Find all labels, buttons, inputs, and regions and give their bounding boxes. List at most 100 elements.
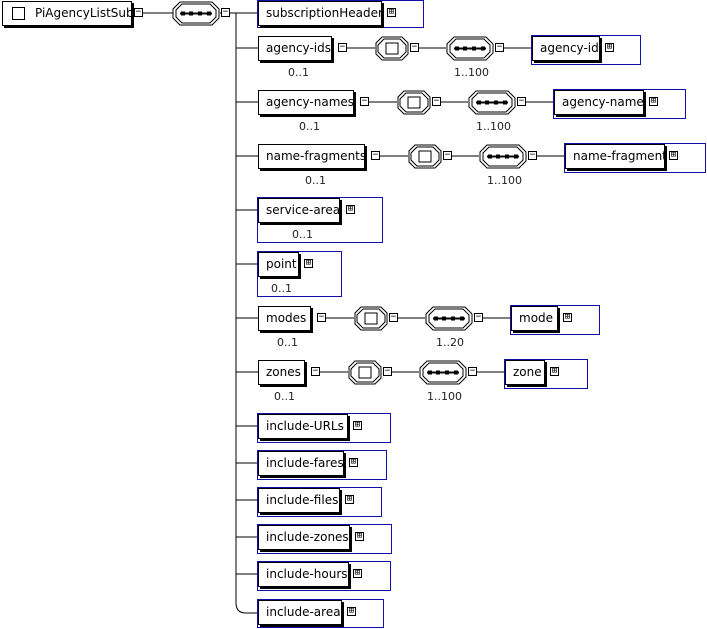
- occurrence-label: 1..100: [427, 390, 462, 403]
- occurrence-label: 0..1: [305, 174, 326, 187]
- element-frame: [553, 89, 686, 119]
- element-node-agency-name[interactable]: agency-name: [554, 90, 644, 115]
- element-node-point[interactable]: point: [258, 252, 299, 277]
- occurrence-label: 1..100: [487, 174, 522, 187]
- collapse-icon[interactable]: −: [432, 96, 441, 106]
- occurrence-label: 0..1: [292, 228, 313, 241]
- element-frame: [257, 197, 383, 243]
- collapse-icon[interactable]: −: [443, 150, 452, 160]
- element-label: include-files: [266, 493, 339, 507]
- element-label: name-fragment: [573, 149, 667, 163]
- expand-icon[interactable]: ⊞: [669, 150, 678, 160]
- element-frame: [257, 413, 391, 443]
- element-frame: [531, 35, 641, 65]
- element-node-modes[interactable]: modes: [258, 306, 311, 331]
- element-label: service-area: [266, 203, 341, 217]
- collapse-icon[interactable]: −: [371, 150, 380, 160]
- element-node-name-fragments[interactable]: name-fragments: [258, 144, 367, 169]
- element-label: include-fares: [266, 456, 344, 470]
- element-frame: [257, 251, 342, 297]
- occurrence-label: 0..1: [277, 336, 298, 349]
- occurrence-label: 0..1: [274, 390, 295, 403]
- element-label: name-fragments: [266, 149, 367, 163]
- expand-icon[interactable]: ⊞: [349, 457, 358, 467]
- element-node-include-zones[interactable]: include-zones: [258, 525, 350, 550]
- collapse-icon[interactable]: −: [317, 312, 326, 322]
- element-node-zones[interactable]: zones: [258, 360, 305, 385]
- element-node-service-area[interactable]: service-area: [258, 198, 340, 223]
- element-label: agency-id: [540, 41, 599, 55]
- element-frame: [257, 561, 391, 591]
- element-label: zone: [513, 365, 542, 379]
- occurrence-label: 0..1: [288, 66, 309, 79]
- element-frame: [257, 524, 392, 554]
- collapse-icon[interactable]: −: [410, 42, 419, 52]
- element-node-include-fares[interactable]: include-fares: [258, 451, 344, 476]
- element-label: mode: [519, 311, 554, 325]
- collapse-icon[interactable]: −: [495, 42, 504, 52]
- element-node-zone[interactable]: zone: [505, 360, 545, 385]
- element-node-agency-ids[interactable]: agency-ids: [258, 36, 332, 61]
- expand-icon[interactable]: ⊞: [353, 420, 362, 430]
- element-node-include-files[interactable]: include-files: [258, 488, 340, 513]
- collapse-icon[interactable]: −: [517, 96, 526, 106]
- element-type-icon: [12, 7, 25, 20]
- expand-icon[interactable]: ⊞: [649, 96, 658, 106]
- expand-icon[interactable]: ⊞: [355, 531, 364, 541]
- element-label: agency-ids: [266, 41, 331, 55]
- collapse-icon[interactable]: −: [389, 312, 398, 322]
- collapse-icon[interactable]: −: [221, 7, 230, 17]
- expand-icon[interactable]: ⊞: [563, 312, 572, 322]
- expand-icon[interactable]: ⊞: [345, 494, 354, 504]
- element-label: agency-names: [266, 95, 355, 109]
- collapse-icon[interactable]: −: [528, 150, 537, 160]
- element-node-mode[interactable]: mode: [511, 306, 558, 331]
- occurrence-label: 1..100: [454, 66, 489, 79]
- expand-icon[interactable]: ⊞: [304, 258, 313, 268]
- collapse-icon[interactable]: −: [383, 366, 392, 376]
- expand-icon[interactable]: ⊞: [346, 204, 355, 214]
- element-node-agency-names[interactable]: agency-names: [258, 90, 354, 115]
- element-frame: [257, 599, 384, 628]
- element-label: agency-name: [562, 95, 644, 109]
- element-label: modes: [266, 311, 307, 325]
- expand-icon[interactable]: ⊞: [605, 42, 614, 52]
- occurrence-label: 1..100: [476, 120, 511, 133]
- element-node-subscriptionHeader[interactable]: subscriptionHeader: [258, 1, 383, 26]
- element-label: zones: [266, 365, 301, 379]
- element-label: include-zones: [266, 530, 349, 544]
- collapse-icon[interactable]: −: [468, 366, 477, 376]
- expand-icon[interactable]: ⊞: [387, 7, 396, 17]
- collapse-icon[interactable]: −: [474, 312, 483, 322]
- element-node-include-hours[interactable]: include-hours: [258, 562, 349, 587]
- element-frame: [257, 450, 387, 480]
- element-label: include-URLs: [266, 419, 344, 433]
- element-label: include-hours: [266, 567, 348, 581]
- element-frame: [257, 487, 382, 517]
- element-frame: [510, 305, 600, 335]
- element-node-name-fragment[interactable]: name-fragment: [565, 144, 667, 169]
- element-node-include-URLs[interactable]: include-URLs: [258, 414, 348, 439]
- sequence-compositor-icon: [172, 1, 220, 26]
- collapse-icon[interactable]: −: [360, 96, 369, 106]
- occurrence-label: 0..1: [299, 120, 320, 133]
- element-label: include-area: [266, 605, 341, 619]
- element-label: subscriptionHeader: [266, 6, 383, 20]
- root-element-node[interactable]: PiAgencyListSub: [2, 1, 134, 26]
- collapse-icon[interactable]: −: [134, 7, 143, 17]
- collapse-icon[interactable]: −: [311, 366, 320, 376]
- occurrence-label: 1..20: [436, 336, 464, 349]
- element-frame: [257, 0, 424, 28]
- element-label: point: [266, 257, 297, 271]
- expand-icon[interactable]: ⊞: [550, 366, 559, 376]
- root-element-label: PiAgencyListSub: [35, 6, 134, 20]
- element-frame: [564, 143, 706, 173]
- collapse-icon[interactable]: −: [338, 42, 347, 52]
- expand-icon[interactable]: ⊞: [347, 606, 356, 616]
- occurrence-label: 0..1: [271, 282, 292, 295]
- element-node-agency-id[interactable]: agency-id: [532, 36, 600, 61]
- expand-icon[interactable]: ⊞: [353, 568, 362, 578]
- element-frame: [504, 359, 588, 389]
- element-node-include-area[interactable]: include-area: [258, 600, 342, 625]
